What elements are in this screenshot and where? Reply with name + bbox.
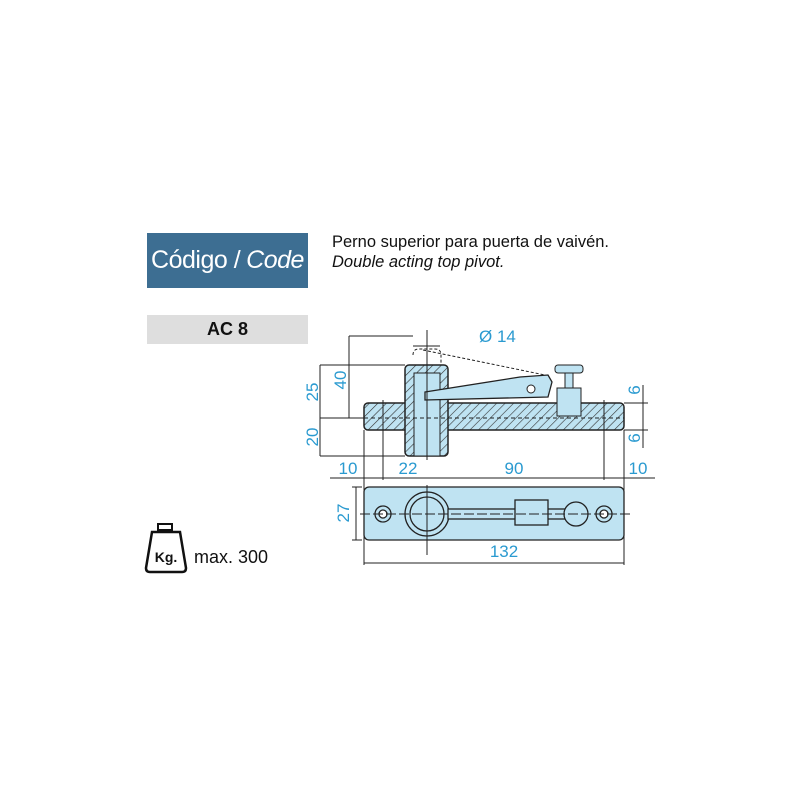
dim-diameter: Ø 14 [479, 327, 516, 346]
code-label: Código / [151, 246, 241, 274]
dim-10-right: 10 [629, 459, 648, 478]
product-reference: AC 8 [147, 315, 308, 344]
dim-6-top: 6 [625, 385, 644, 394]
dim-132: 132 [490, 542, 518, 561]
dim-6-bottom: 6 [625, 433, 644, 442]
dimension-labels: Ø 14 25 40 20 6 6 10 22 90 10 27 132 [303, 327, 647, 561]
weight-icon-text: Kg. [155, 549, 178, 565]
description-es: Perno superior para puerta de vaivén. [332, 233, 610, 251]
product-description: Perno superior para puerta de vaivén. Do… [332, 232, 609, 272]
dim-22: 22 [399, 459, 418, 478]
dim-27: 27 [334, 504, 353, 523]
description-en: Double acting top pivot. [332, 253, 505, 271]
code-label-en: Code [246, 246, 304, 274]
max-load: max. 300 [194, 547, 269, 567]
weight-icon: Kg. [144, 523, 188, 574]
side-view [363, 330, 625, 460]
dim-25: 25 [303, 383, 322, 402]
code-header: Código /Code [147, 233, 308, 288]
top-view [360, 485, 630, 555]
dim-40: 40 [331, 371, 350, 390]
dim-20: 20 [303, 428, 322, 447]
dim-90: 90 [505, 459, 524, 478]
dim-10-left: 10 [339, 459, 358, 478]
dimension-lines [319, 335, 655, 565]
